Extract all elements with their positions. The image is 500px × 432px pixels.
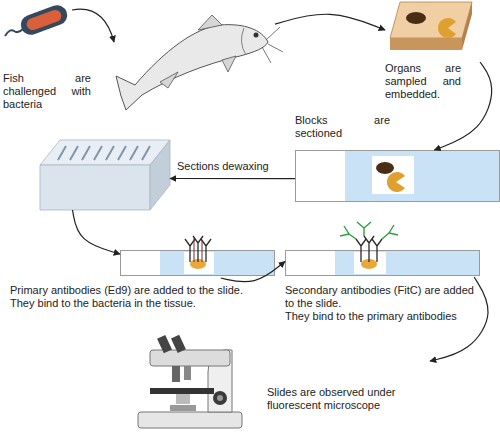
focus-knob <box>213 391 227 405</box>
tissue-section <box>184 252 214 274</box>
fish-drawing <box>116 15 283 110</box>
step-box: Fish are challenged with bacteria <box>0 0 275 110</box>
gill-line <box>241 28 246 55</box>
anal-fin <box>160 72 178 88</box>
step-box: Slides are observed under fluorescent mi… <box>130 338 430 430</box>
light-source <box>170 405 196 411</box>
organ-tissue <box>438 18 456 38</box>
rack-front <box>40 165 150 210</box>
caption-block: Fish are challenged with bacteria <box>3 72 91 112</box>
step-box: Organs are sampled and embedded. <box>385 0 480 100</box>
tissue-section <box>354 252 386 274</box>
flow-arrow <box>73 210 121 254</box>
secondary-antibody <box>340 222 398 239</box>
step-box: Sections dewaxing <box>40 140 170 210</box>
eyepiece <box>171 335 186 353</box>
caption-block: Organs are sampled and embedded. <box>385 62 461 102</box>
step-box: Primary antibodies (Ed9) are added to th… <box>120 238 275 278</box>
bacterium-body <box>18 2 70 37</box>
dewaxing-rack <box>40 140 170 210</box>
primary-antibody <box>356 236 382 262</box>
rack-side <box>150 140 170 210</box>
block-side <box>462 2 472 50</box>
bacterium-wall <box>18 2 70 37</box>
section-slide <box>296 151 500 202</box>
slide-glass <box>286 251 480 276</box>
barbels <box>262 27 283 63</box>
fish-eye <box>254 33 259 38</box>
dorsal-fin <box>198 15 222 30</box>
step-box: Blocks are sectioned <box>295 150 500 202</box>
slide-glass <box>296 151 500 202</box>
primary-antibody <box>194 238 202 262</box>
challenge-arrow <box>72 9 114 42</box>
eyepiece <box>157 335 172 353</box>
secondary-slide <box>286 222 480 276</box>
caption-block: Primary antibodies (Ed9) are added to th… <box>10 284 275 310</box>
paraffin-block <box>390 2 472 50</box>
flow-arrow <box>275 14 385 30</box>
primary-slide <box>121 236 275 276</box>
microscope-head <box>150 350 230 366</box>
organ-tissue <box>387 172 405 192</box>
objective <box>184 366 191 380</box>
caption-block: Slides are observed under fluorescent mi… <box>267 386 419 412</box>
microscope-base <box>138 412 242 428</box>
step-caption: Slides are observed under fluorescent mi… <box>267 386 419 412</box>
glass-slides <box>58 146 150 160</box>
flow-arrow <box>221 261 285 281</box>
objective <box>172 366 180 382</box>
condenser <box>176 394 190 404</box>
step-caption: Organs are sampled and embedded. <box>385 62 461 102</box>
pectoral-fin <box>222 56 236 72</box>
block-top <box>390 2 472 38</box>
step-caption: Primary antibodies (Ed9) are added to th… <box>10 284 275 297</box>
step-caption: They bind to the primary antibodies <box>285 310 480 323</box>
caption-block: Blocks are sectioned <box>295 114 390 140</box>
bacterium-core <box>25 8 63 32</box>
primary-antibody <box>185 236 211 262</box>
flow-arrow <box>170 178 295 179</box>
bacterium-icon <box>5 2 70 37</box>
step-caption: Fish are challenged with bacteria <box>3 72 91 112</box>
slide-area <box>160 251 274 275</box>
block-front <box>390 38 462 50</box>
caption-block: Secondary antibodies (FitC) are added to… <box>285 284 480 324</box>
fluorescent-microscope <box>138 335 242 428</box>
step-caption: Sections dewaxing <box>177 160 287 173</box>
focus-knob <box>217 395 223 401</box>
rack-top <box>40 140 170 165</box>
flagellum <box>5 29 23 36</box>
caption-block: Sections dewaxing <box>177 160 287 173</box>
fish-body <box>116 25 268 110</box>
step-caption: They bind to the bacteria in the tissue. <box>10 297 275 310</box>
step-box: Secondary antibodies (FitC) are added to… <box>285 225 480 277</box>
step-caption: Blocks are sectioned <box>295 114 390 140</box>
tissue-section <box>372 156 414 194</box>
microscope-stage <box>150 388 214 394</box>
slide-area <box>335 251 479 275</box>
organ-tissue <box>376 162 394 174</box>
organ-tissue <box>406 12 426 24</box>
slide-area <box>345 151 499 201</box>
step-caption: Secondary antibodies (FitC) are added to… <box>285 284 480 310</box>
